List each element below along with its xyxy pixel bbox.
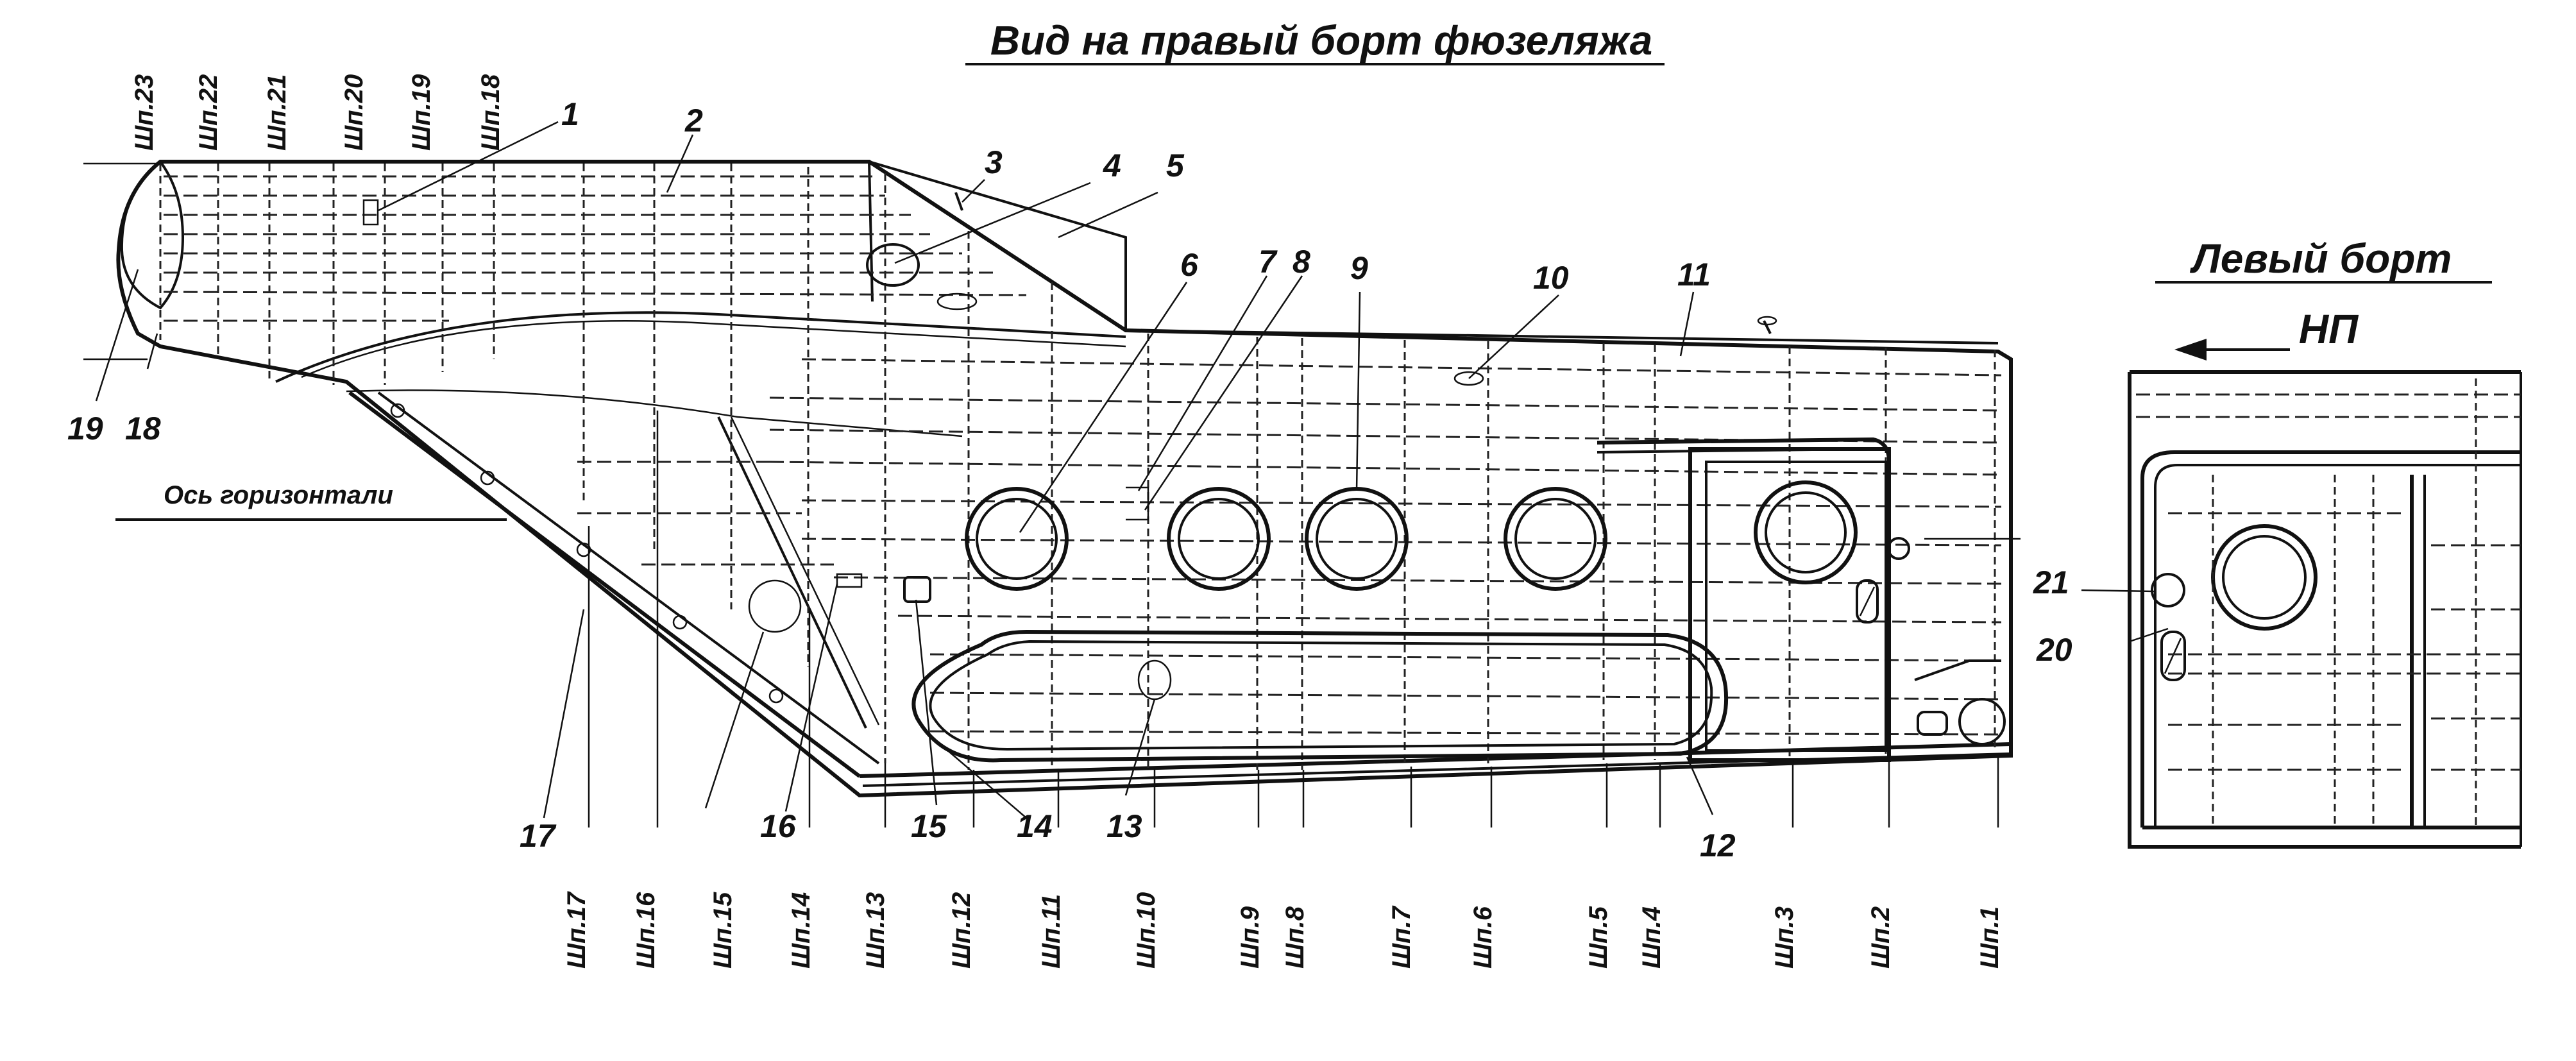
window-3 [1305, 487, 1409, 591]
frame-label: Шп.21 [263, 74, 291, 151]
fuselage-left-side [2128, 370, 2522, 849]
frame-label: Шп.17 [563, 891, 591, 969]
callout-9: 9 [1350, 250, 1368, 286]
left-side-title: Левый борт [2190, 235, 2452, 282]
frame-label: Шп.9 [1236, 906, 1264, 969]
frame-labels-bottom: Шп.17 Шп.16 Шп.15 Шп.14 Шп.13 Шп.12 Шп.1… [563, 411, 2004, 969]
callout-2: 2 [684, 103, 703, 139]
callout-12: 12 [1700, 828, 1736, 863]
frame-label: Шп.3 [1770, 906, 1799, 969]
callout-19: 19 [67, 411, 103, 446]
frame-label: Шп.11 [1037, 894, 1065, 969]
callout-11: 11 [1677, 257, 1711, 293]
callout-18: 18 [125, 411, 161, 446]
callout-10: 10 [1533, 260, 1569, 296]
fuselage-right-side [116, 160, 2013, 798]
window-4 [1504, 487, 1607, 591]
frame-label: Шп.1 [1976, 906, 2004, 969]
window-2 [1167, 487, 1271, 591]
frame-label: Шп.16 [632, 892, 660, 969]
callout-3: 3 [985, 144, 1003, 180]
drawing-title: Вид на правый борт фюзеляжа [990, 17, 1652, 64]
frame-label: Шп.2 [1867, 906, 1895, 969]
callout-5: 5 [1166, 148, 1185, 183]
callout-4: 4 [1103, 148, 1121, 183]
frame-label: Шп.4 [1638, 906, 1666, 969]
frame-label: Шп.22 [194, 74, 223, 151]
frame-label: Шп.14 [787, 892, 815, 969]
entrance-door [1597, 437, 1891, 762]
callout-14: 14 [1017, 808, 1053, 844]
frame-label: Шп.18 [477, 74, 505, 151]
window-1 [965, 487, 1069, 591]
frame-label: Шп.15 [709, 892, 737, 969]
frame-label: Шп.8 [1281, 906, 1309, 969]
callout-16: 16 [760, 808, 797, 844]
frame-label: Шп.13 [861, 892, 890, 969]
callout-13: 13 [1106, 808, 1142, 844]
frame-label: Шп.20 [340, 74, 368, 151]
frame-label: Шп.5 [1584, 906, 1613, 969]
np-label: НП [2299, 306, 2359, 352]
callout-17: 17 [520, 818, 557, 854]
callout-15: 15 [911, 808, 947, 844]
frame-label: Шп.19 [407, 74, 436, 151]
callout-8: 8 [1292, 244, 1310, 280]
frame-label: Шп.7 [1387, 905, 1416, 969]
callout-leaders [95, 121, 2169, 819]
horizontal-axis-label: Ось горизонтали [164, 481, 393, 509]
callout-1: 1 [561, 96, 579, 132]
frame-label: Шп.23 [130, 74, 158, 151]
forward-arrow-icon [2174, 339, 2290, 361]
callout-21: 21 [2033, 564, 2069, 600]
callout-20: 20 [2036, 632, 2072, 668]
callout-numbers: 1 2 3 4 5 6 7 8 9 10 11 12 13 14 15 16 1… [67, 96, 2072, 863]
callout-7: 7 [1258, 244, 1278, 280]
frame-label: Шп.6 [1469, 906, 1497, 969]
frame-label: Шп.10 [1132, 892, 1160, 969]
callout-6: 6 [1180, 247, 1199, 283]
frame-labels-top: Шп.23 Шп.22 Шп.21 Шп.20 Шп.19 Шп.18 [130, 74, 505, 151]
frame-label: Шп.12 [947, 892, 976, 969]
